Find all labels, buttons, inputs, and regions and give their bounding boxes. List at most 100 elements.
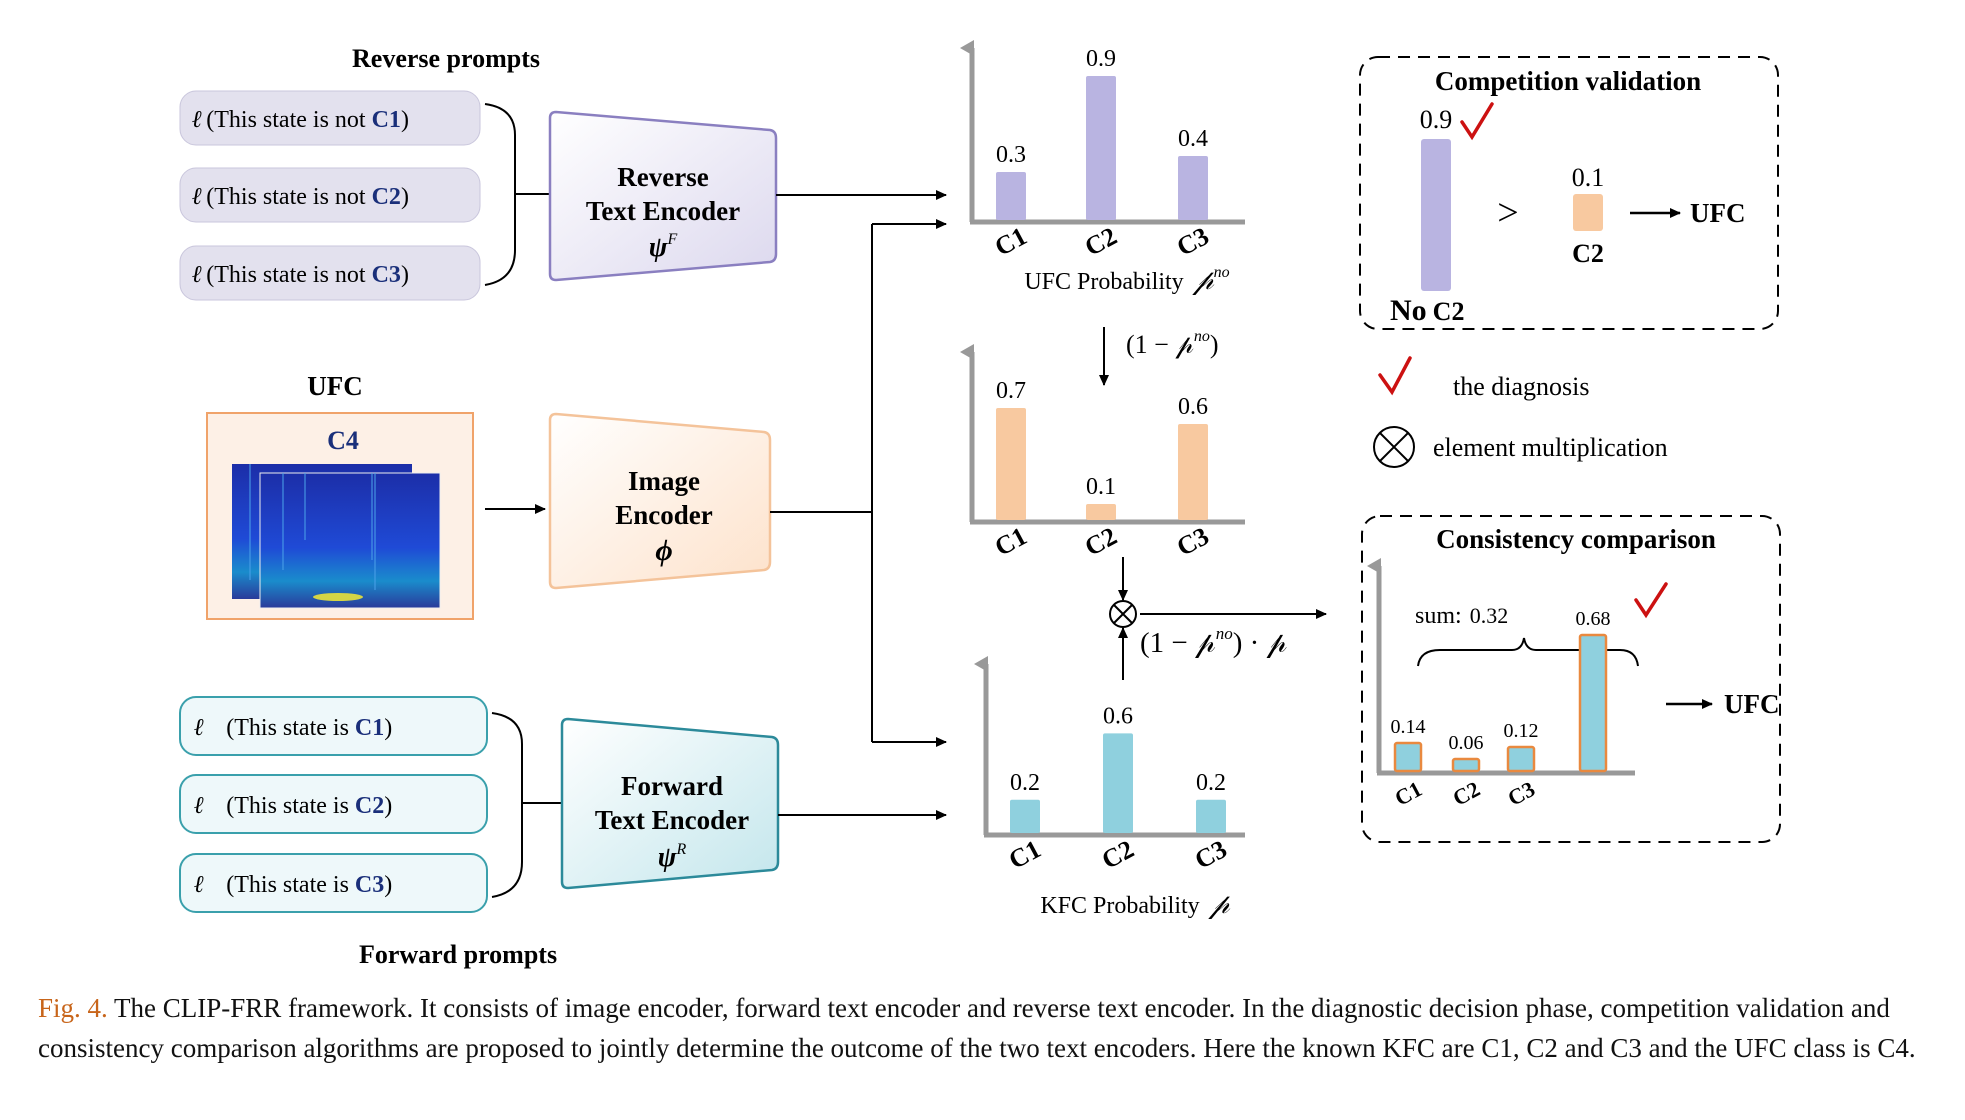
data-label: 0.9	[1086, 46, 1116, 72]
competition-small-label: C2	[1572, 239, 1604, 268]
greater-than: >	[1497, 192, 1518, 234]
check-icon	[1634, 582, 1668, 619]
caption-label: Fig. 4.	[38, 993, 108, 1023]
svg-text:ℓ(This state is C1): ℓ(This state is C1)	[194, 715, 392, 741]
consistency-comparison-panel: Consistency comparison sum:0.32 UFC	[1361, 515, 1781, 843]
reverse-prompt-3: ℓ(This state is not C3)	[179, 245, 481, 301]
check-icon	[1460, 102, 1494, 141]
legend: the diagnosis element multiplication	[1373, 356, 1668, 468]
competition-small-value: 0.1	[1572, 163, 1605, 192]
competition-small-bar	[1573, 194, 1603, 231]
ufc-input-title: UFC	[307, 371, 363, 401]
prompt-icon: ℓ	[192, 184, 202, 210]
tick-label: C1	[1390, 776, 1425, 811]
svg-text:Forward: Forward	[621, 771, 723, 801]
bar-c2	[1103, 733, 1133, 833]
svg-text:ℓ(This state is not C2): ℓ(This state is not C2)	[192, 184, 409, 210]
bar-c2	[1086, 504, 1116, 520]
legend-check-text: the diagnosis	[1453, 372, 1590, 401]
kfc-probability-chart: 0.2C1 0.6C2 0.2C3	[974, 656, 1245, 875]
sum-brace	[1417, 637, 1639, 667]
prompt-icon: ℓ	[192, 262, 202, 288]
competition-result: UFC	[1690, 198, 1746, 228]
bar-c3	[1196, 799, 1226, 833]
one-minus-label: (1 − 𝓅no)	[1126, 328, 1219, 359]
one-minus-ufc-chart: 0.7C1 0.1C2 0.6C3	[960, 344, 1245, 562]
bar-c1	[996, 408, 1026, 520]
svg-text:Text Encoder: Text Encoder	[595, 805, 749, 835]
ufc-input-image: C4	[206, 412, 474, 620]
data-label: 0.2	[1196, 770, 1226, 796]
tick-label: C1	[1004, 834, 1046, 875]
svg-text:ℓ(This state is C2): ℓ(This state is C2)	[194, 793, 392, 819]
bar-c1	[996, 172, 1026, 220]
data-label: 0.6	[1103, 703, 1133, 729]
bar-c2	[1086, 76, 1116, 220]
connectors	[770, 190, 1327, 820]
consistency-title: Consistency comparison	[1436, 524, 1716, 554]
bar-result	[1578, 633, 1608, 773]
svg-text:ψF: ψF	[649, 231, 678, 263]
consistency-result: UFC	[1724, 689, 1780, 719]
forward-prompt-3: ℓ(This state is C3)	[179, 853, 488, 913]
tick-label: C2	[1080, 221, 1122, 262]
data-label: 0.14	[1391, 716, 1426, 738]
check-icon	[1378, 356, 1412, 396]
tick-label: C1	[990, 521, 1032, 562]
svg-text:ψR: ψR	[658, 841, 687, 873]
competition-title: Competition validation	[1435, 66, 1701, 96]
forward-prompts-brace	[491, 712, 562, 898]
data-label: 0.7	[996, 378, 1026, 404]
data-label: 0.12	[1504, 720, 1539, 742]
svg-text:Text Encoder: Text Encoder	[586, 196, 740, 226]
svg-text:Image: Image	[628, 466, 700, 496]
svg-text:Reverse: Reverse	[617, 162, 708, 192]
forward-prompt-1: ℓ(This state is C1)	[179, 696, 488, 756]
tick-label: C2	[1080, 521, 1122, 562]
data-label: 0.1	[1086, 474, 1116, 500]
tick-label: C2	[1448, 776, 1483, 811]
bar-c3	[1178, 424, 1208, 520]
reverse-prompt-1: ℓ(This state is not C1)	[179, 90, 481, 146]
prompt-icon: ℓ	[194, 872, 204, 898]
reverse-text-encoder: Reverse Text Encoder ψF	[548, 110, 778, 282]
svg-text:Encoder: Encoder	[615, 500, 713, 530]
tick-label: C3	[1503, 776, 1538, 811]
legend-otimes-text: element multiplication	[1433, 433, 1668, 462]
forward-text-encoder: Forward Text Encoder ψR	[560, 717, 780, 890]
competition-big-bar	[1421, 139, 1451, 291]
svg-text:ℓ(This state is C3): ℓ(This state is C3)	[194, 872, 392, 898]
svg-text:C4: C4	[327, 426, 359, 455]
bar-c2	[1451, 757, 1481, 773]
tick-label: C3	[1172, 221, 1214, 262]
tick-label: C3	[1190, 834, 1232, 875]
tick-label: C2	[1097, 834, 1139, 875]
competition-big-value: 0.9	[1420, 105, 1453, 134]
bar-c1	[1010, 799, 1040, 833]
svg-text:ϕ: ϕ	[655, 534, 672, 567]
data-label: 0.6	[1178, 394, 1208, 420]
tick-label: C1	[990, 221, 1032, 262]
prompt-icon: ℓ	[192, 107, 202, 133]
product-label: (1 − 𝓅no) · 𝓅	[1140, 624, 1288, 659]
data-label: 0.2	[1010, 770, 1040, 796]
prompt-icon: ℓ	[194, 793, 204, 819]
forward-prompts-title: Forward prompts	[359, 940, 557, 969]
svg-text:ℓ(This state is not C1): ℓ(This state is not C1)	[192, 107, 409, 133]
reverse-prompts-title: Reverse prompts	[352, 44, 540, 73]
sum-label: sum:0.32	[1415, 603, 1508, 629]
data-label: 0.4	[1178, 126, 1208, 152]
tick-label: C3	[1172, 521, 1214, 562]
figure-caption: Fig. 4. The CLIP-FRR framework. It consi…	[38, 988, 1928, 1068]
reverse-prompts-brace	[484, 103, 555, 286]
data-label: 0.06	[1449, 732, 1484, 754]
forward-prompt-2: ℓ(This state is C2)	[179, 774, 488, 834]
data-label: 0.68	[1576, 608, 1611, 630]
